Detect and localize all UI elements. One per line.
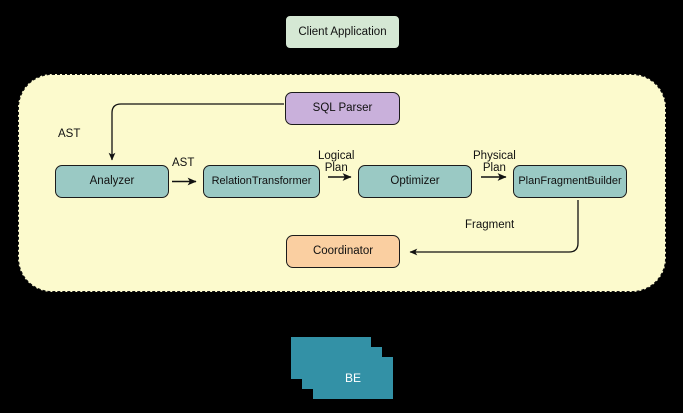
backend-card-front[interactable]: BE [313,357,393,399]
node-sql-parser[interactable]: SQL Parser [285,92,400,125]
node-optimizer[interactable]: Optimizer [358,165,472,198]
node-plan-fragment-builder[interactable]: PlanFragmentBuilder [513,165,627,198]
backend-stack[interactable]: BE [291,337,395,399]
node-analyzer[interactable]: Analyzer [55,165,169,198]
node-client-application[interactable]: Client Application [286,16,399,48]
node-coordinator[interactable]: Coordinator [286,235,400,268]
node-relation-transformer[interactable]: RelationTransformer [203,165,320,198]
